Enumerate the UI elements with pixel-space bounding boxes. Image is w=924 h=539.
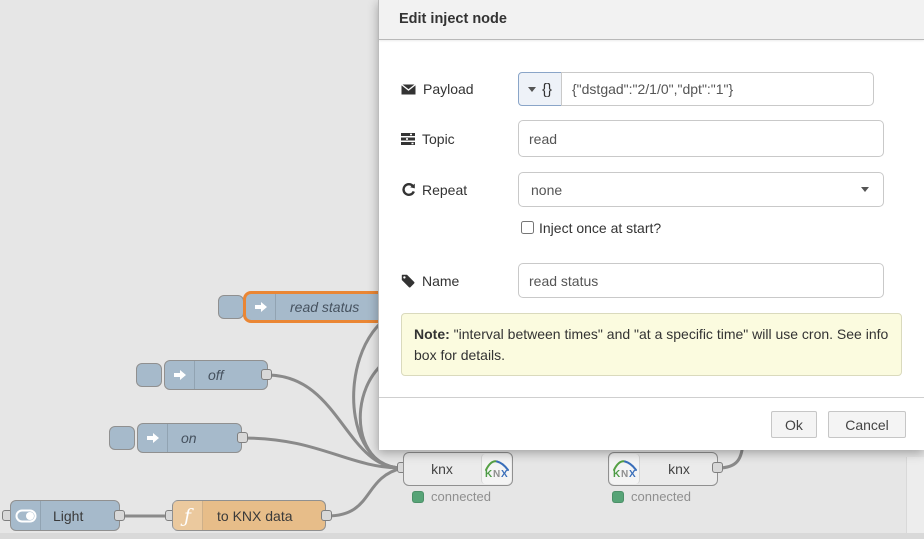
node-label: on (181, 430, 197, 446)
output-port[interactable] (261, 369, 272, 380)
toggle-switch-icon (11, 501, 41, 530)
node-label: to KNX data (217, 507, 293, 524)
node-status: connected (612, 489, 691, 504)
node-label: knx (668, 461, 690, 477)
tag-icon (401, 274, 415, 288)
node-on[interactable]: on (137, 423, 242, 453)
output-port[interactable] (114, 510, 125, 521)
inject-arrow-icon (165, 361, 195, 389)
node-read-status[interactable]: read status (243, 291, 393, 323)
node-label: knx (431, 461, 453, 477)
ok-button[interactable]: Ok (771, 411, 817, 438)
wire-on-to-knx (241, 436, 404, 470)
dialog-header: Edit inject node (379, 0, 924, 40)
status-dot-icon (412, 490, 424, 503)
svg-text:N: N (493, 469, 500, 480)
node-label: read status (290, 299, 360, 315)
svg-text:K: K (485, 469, 493, 480)
cancel-button[interactable]: Cancel (828, 411, 906, 438)
chevron-down-icon (527, 86, 536, 92)
payload-type-button[interactable]: {} (518, 72, 562, 106)
vertical-scrollbar-track[interactable] (906, 457, 924, 539)
name-input[interactable] (518, 263, 884, 298)
status-dot-icon (612, 490, 624, 503)
node-status: connected (412, 489, 491, 504)
svg-text:K: K (613, 469, 621, 480)
note-box: Note: "interval between times" and "at a… (401, 313, 902, 376)
topic-label: Topic (401, 131, 455, 147)
output-port[interactable] (321, 510, 332, 521)
node-label: Light (53, 507, 84, 524)
note-bold: Note: (414, 326, 450, 342)
node-light[interactable]: Light (10, 500, 120, 531)
topic-input[interactable] (518, 120, 884, 157)
repeat-icon (401, 183, 415, 197)
svg-text:X: X (501, 469, 508, 480)
inject-once-checkbox[interactable] (521, 221, 534, 234)
inject-arrow-icon (246, 294, 276, 320)
node-knx-in[interactable]: K N X knx (608, 452, 718, 486)
knx-logo-icon: K N X (610, 454, 640, 484)
node-to-knx-data[interactable]: ƒ to KNX data (172, 500, 326, 531)
inject-trigger-button[interactable] (218, 295, 244, 319)
node-knx-out[interactable]: knx K N X (403, 452, 513, 486)
repeat-label: Repeat (401, 182, 467, 198)
horizontal-scrollbar-track[interactable] (0, 533, 924, 539)
wire-fn-to-knx (325, 466, 404, 518)
repeat-select[interactable]: none (518, 172, 884, 207)
payload-input[interactable] (561, 72, 874, 106)
footer-divider (379, 397, 924, 398)
dialog-title: Edit inject node (399, 11, 507, 27)
node-off[interactable]: off (164, 360, 268, 390)
knx-logo-icon: K N X (481, 454, 511, 484)
select-caret-icon (861, 187, 869, 192)
inject-trigger-button[interactable] (136, 363, 162, 387)
output-port[interactable] (712, 462, 723, 473)
inject-once-label: Inject once at start? (539, 220, 662, 236)
function-icon: ƒ (173, 501, 203, 530)
envelope-icon (401, 83, 416, 95)
payload-label: Payload (401, 81, 474, 97)
tasks-icon (401, 133, 415, 145)
name-label: Name (401, 273, 459, 289)
svg-text:X: X (629, 469, 636, 480)
edit-inject-node-dialog: Edit inject node Payload {} (378, 0, 924, 450)
svg-text:N: N (621, 469, 628, 480)
node-label: off (208, 367, 224, 383)
note-text: "interval between times" and "at a speci… (414, 326, 889, 363)
output-port[interactable] (237, 432, 248, 443)
inject-trigger-button[interactable] (109, 426, 135, 450)
inject-arrow-icon (138, 424, 168, 452)
json-type-icon: {} (541, 80, 553, 98)
